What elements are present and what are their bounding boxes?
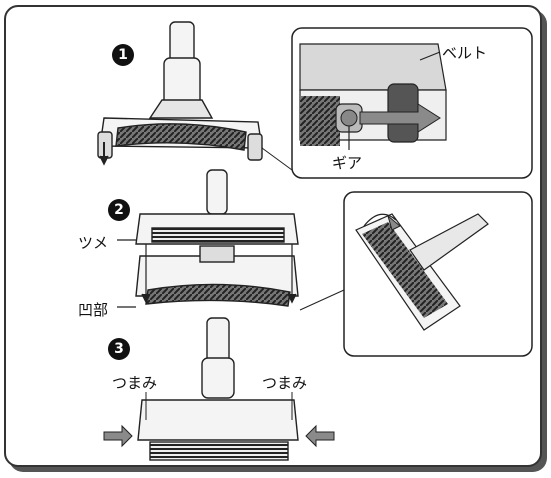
label-tsume: ツメ bbox=[78, 234, 109, 252]
step1-vacuum-head bbox=[97, 21, 263, 166]
inset-belt-gear bbox=[261, 27, 533, 179]
leader-lines bbox=[117, 239, 136, 308]
step-number-3: 3 bbox=[108, 338, 130, 360]
label-knob-left: つまみ bbox=[112, 374, 158, 392]
step-number-1: 1 bbox=[112, 44, 134, 66]
inset-attach bbox=[299, 191, 533, 357]
step-number-2: 2 bbox=[108, 199, 130, 221]
label-gear: ギア bbox=[332, 154, 363, 172]
step2-cover bbox=[135, 169, 299, 307]
label-outoubu: 凹部 bbox=[78, 301, 109, 319]
step3-head bbox=[103, 317, 335, 461]
label-knob-right: つまみ bbox=[262, 374, 308, 392]
label-belt: ベルト bbox=[442, 44, 488, 62]
